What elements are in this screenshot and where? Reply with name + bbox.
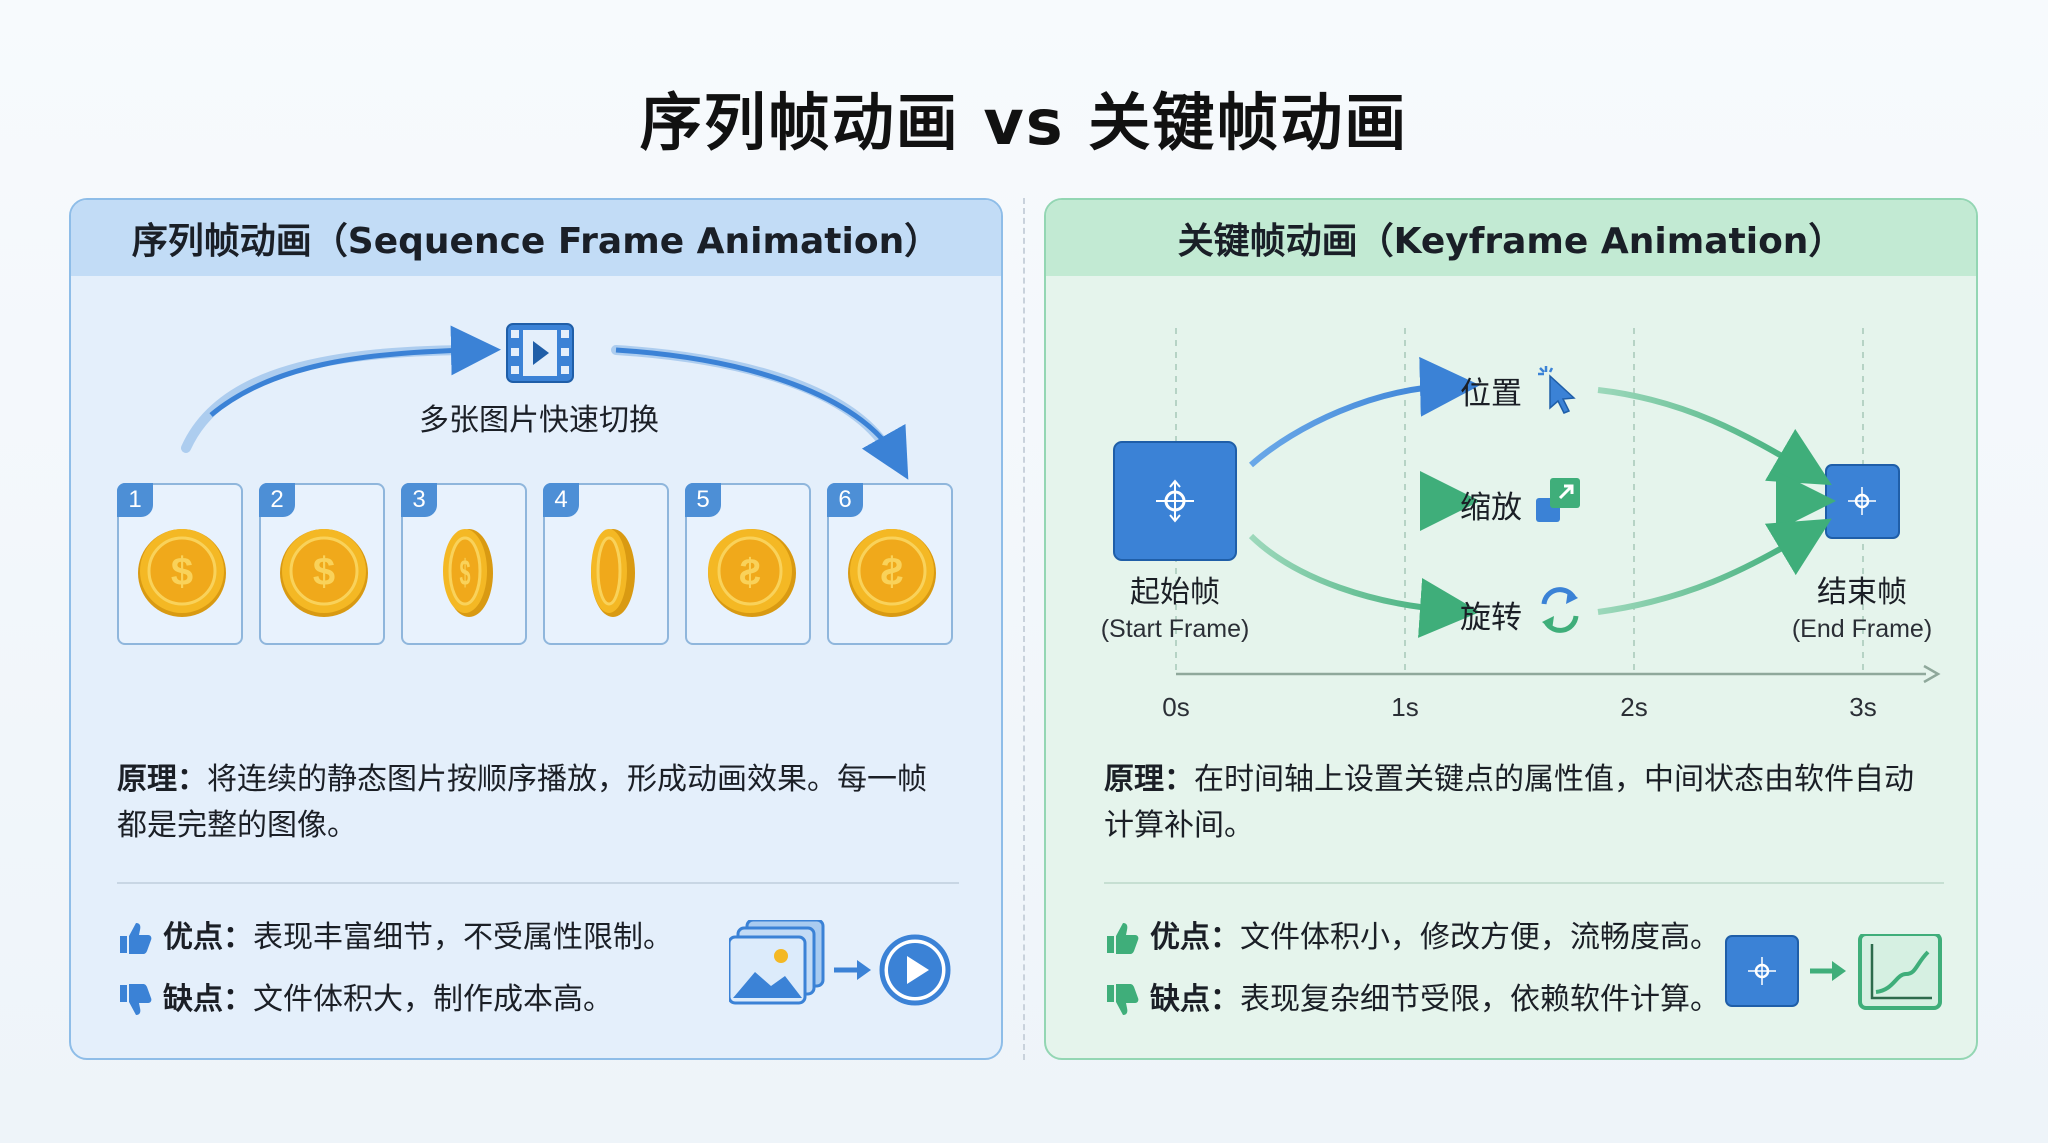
con-label: 缺点： <box>163 982 253 1017</box>
thumbs-down-icon <box>1107 984 1139 1015</box>
tick-2s: 2s <box>1620 692 1648 722</box>
arrow-position-out <box>1597 387 1832 486</box>
frame-2: $ 2 <box>259 483 385 645</box>
sequence-caption: 多张图片快速切换 <box>419 403 659 438</box>
con-row: 缺点：文件体积大，制作成本高。 <box>117 980 613 1020</box>
dollar-coin-icon: $ <box>280 529 368 617</box>
pro-label: 优点： <box>1150 920 1240 955</box>
sequence-arrows <box>181 323 909 480</box>
dollar-coin-icon: $ <box>708 529 796 617</box>
thumbs-up-icon <box>120 923 152 954</box>
center-divider <box>1023 198 1025 1060</box>
frame-5: $ 5 <box>685 483 811 645</box>
rotate-icon <box>1541 587 1579 633</box>
film-strip-icon <box>506 323 574 383</box>
principle-text: 原理：将连续的静态图片按顺序播放，形成动画效果。每一帧都是完整的图像。 <box>117 757 947 849</box>
frame-number: 2 <box>259 483 295 517</box>
panel-header: 关键帧动画（Keyframe Animation） <box>1046 200 1976 276</box>
dollar-coin-icon: $ <box>848 529 936 617</box>
timeline-axis <box>1176 664 1941 684</box>
dollar-coin-icon <box>591 529 635 617</box>
keyframe-panel: 关键帧动画（Keyframe Animation） <box>1044 198 1978 1060</box>
tick-1s: 1s <box>1391 692 1419 722</box>
curve-chart-icon <box>1858 934 1942 1010</box>
pro-row: 优点：表现丰富细节，不受属性限制。 <box>117 918 673 958</box>
property-scale: 缩放 <box>1460 490 1522 526</box>
property-position: 位置 <box>1460 376 1522 412</box>
svg-text:$: $ <box>313 550 335 594</box>
pro-label: 优点： <box>163 920 253 955</box>
principle-body: 将连续的静态图片按顺序播放，形成动画效果。每一帧都是完整的图像。 <box>117 762 927 843</box>
con-body: 文件体积大，制作成本高。 <box>253 982 613 1017</box>
end-keyframe <box>1825 464 1900 539</box>
frame-number: 1 <box>117 483 153 517</box>
tick-0s: 0s <box>1162 692 1190 722</box>
scale-icon <box>1536 478 1580 522</box>
con-label: 缺点： <box>1150 982 1240 1017</box>
frame-3: $ 3 <box>401 483 527 645</box>
start-frame-label: 起始帧 (Start Frame) <box>1100 575 1250 643</box>
frame-number: 6 <box>827 483 863 517</box>
separator <box>1104 882 1944 884</box>
svg-text:$: $ <box>459 554 470 594</box>
principle-text: 原理：在时间轴上设置关键点的属性值，中间状态由软件自动计算补间。 <box>1104 757 1934 849</box>
con-row: 缺点：表现复杂细节受限，依赖软件计算。 <box>1104 980 1720 1020</box>
frame-number: 3 <box>401 483 437 517</box>
frame-6: $ 6 <box>827 483 953 645</box>
separator <box>117 882 959 884</box>
principle-label: 原理： <box>1104 762 1194 797</box>
image-to-play-illustration <box>729 920 951 1006</box>
keyframe-diagram <box>1113 328 1941 684</box>
frame-4: 4 <box>543 483 669 645</box>
principle-body: 在时间轴上设置关键点的属性值，中间状态由软件自动计算补间。 <box>1104 762 1914 843</box>
property-rotate: 旋转 <box>1460 600 1522 636</box>
frame-number: 4 <box>543 483 579 517</box>
pro-body: 表现丰富细节，不受属性限制。 <box>253 920 673 955</box>
frame-1: $ 1 <box>117 483 243 645</box>
cursor-click-icon <box>1538 366 1576 414</box>
frame-number: 5 <box>685 483 721 517</box>
dollar-coin-icon: $ <box>138 529 226 617</box>
panel-header: 序列帧动画（Sequence Frame Animation） <box>71 200 1001 276</box>
svg-text:$: $ <box>881 550 903 594</box>
thumbs-up-icon <box>1107 923 1139 954</box>
keyframe-to-curve-illustration <box>1725 934 1942 1010</box>
svg-text:$: $ <box>739 552 760 594</box>
principle-label: 原理： <box>117 762 207 797</box>
arrow-position-in <box>1249 356 1480 468</box>
play-button-icon <box>879 934 951 1006</box>
sequence-frame-panel: 序列帧动画（Sequence Frame Animation） 多张图片快速切换… <box>69 198 1003 1060</box>
keyframe-icon <box>1725 935 1799 1007</box>
pro-body: 文件体积小，修改方便，流畅度高。 <box>1240 920 1720 955</box>
start-keyframe <box>1113 441 1237 561</box>
image-stack-icon <box>729 920 825 1005</box>
arrow-rotate-in <box>1248 533 1480 638</box>
pro-row: 优点：文件体积小，修改方便，流畅度高。 <box>1104 918 1720 958</box>
arrow-rotate-out <box>1597 518 1832 615</box>
tick-3s: 3s <box>1849 692 1877 722</box>
thumbs-down-icon <box>120 984 152 1015</box>
end-frame-label: 结束帧 (End Frame) <box>1791 575 1933 643</box>
page-title: 序列帧动画 vs 关键帧动画 <box>639 86 1409 159</box>
svg-text:$: $ <box>171 550 193 594</box>
dollar-coin-icon: $ <box>443 529 493 617</box>
con-body: 表现复杂细节受限，依赖软件计算。 <box>1240 982 1720 1017</box>
